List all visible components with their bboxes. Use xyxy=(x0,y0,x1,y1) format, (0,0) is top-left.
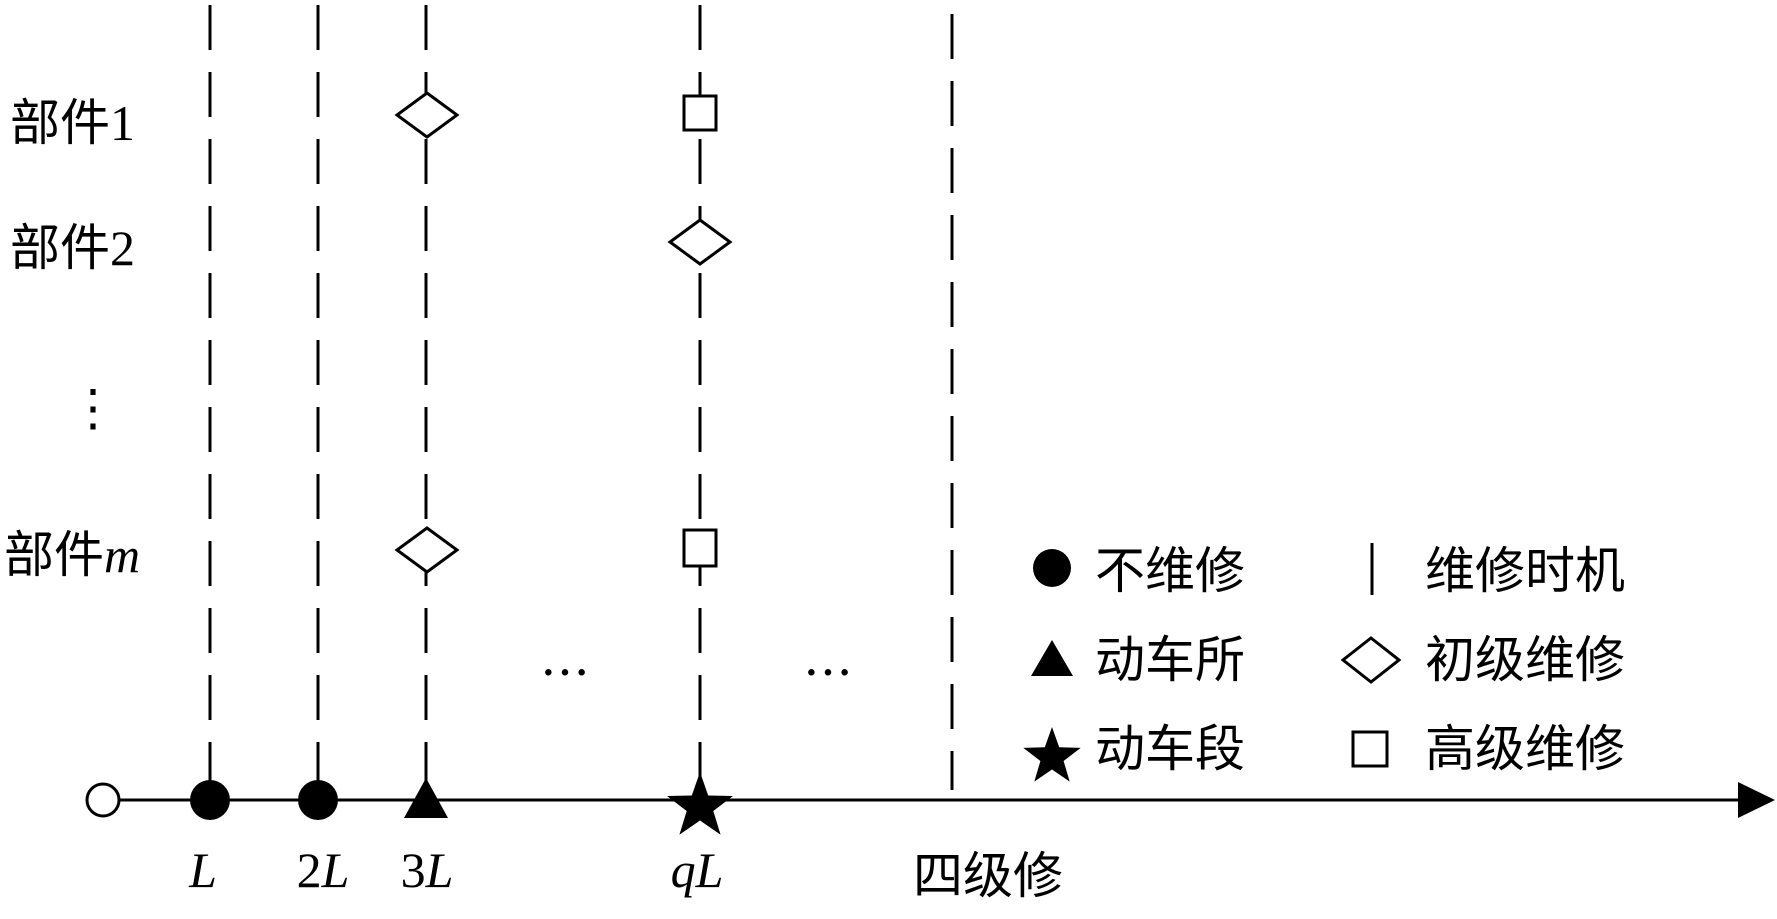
depot-section-star-icon xyxy=(667,772,733,835)
component-label-1: 部件1 xyxy=(10,94,135,152)
advanced-repair-square-icon xyxy=(682,528,718,568)
advanced-repair-square-icon xyxy=(682,94,718,132)
legend-repair-time: 维修时机 xyxy=(1425,542,1625,600)
no-repair-dot-icon xyxy=(298,780,338,820)
legend-star-icon xyxy=(1023,727,1081,782)
depot-station-triangle-icon xyxy=(404,778,448,818)
axis-arrow-icon xyxy=(1738,782,1775,818)
primary-repair-diamond-icon xyxy=(394,526,460,574)
gap-ellipsis: … xyxy=(540,629,590,687)
legend-diamond-icon xyxy=(1340,636,1402,684)
legend-advanced-repair: 高级维修 xyxy=(1425,720,1625,778)
legend-depot-section: 动车段 xyxy=(1095,720,1245,778)
timing-lines xyxy=(208,5,954,800)
legend-depot-station: 动车所 xyxy=(1095,631,1245,689)
legend-triangle-icon xyxy=(1031,640,1073,676)
tick-label-qL: qL xyxy=(671,842,724,898)
legend-no-repair: 不维修 xyxy=(1095,542,1245,600)
tick-label-L: L xyxy=(188,842,217,898)
axis-end-label: 四级修 xyxy=(913,847,1063,905)
legend-circle-icon xyxy=(1033,549,1071,587)
gap-ellipsis: … xyxy=(803,629,853,687)
legend-primary-repair: 初级维修 xyxy=(1425,631,1625,689)
component-label-m: 部件m xyxy=(4,526,140,584)
no-repair-dot-icon xyxy=(190,780,230,820)
tick-label-2L: 2L xyxy=(297,842,350,898)
primary-repair-diamond-icon xyxy=(394,91,460,139)
legend-square-icon xyxy=(1351,730,1389,768)
primary-repair-diamond-icon xyxy=(667,218,733,266)
legend: 不维修 维修时机 动车所 初级维修 动车段 高级维修 xyxy=(1023,542,1625,782)
component-label-2: 部件2 xyxy=(10,219,135,277)
tick-label-3L: 3L xyxy=(401,842,454,898)
vertical-ellipsis: ⋮ xyxy=(68,379,118,437)
origin-open-circle-icon xyxy=(85,782,121,818)
